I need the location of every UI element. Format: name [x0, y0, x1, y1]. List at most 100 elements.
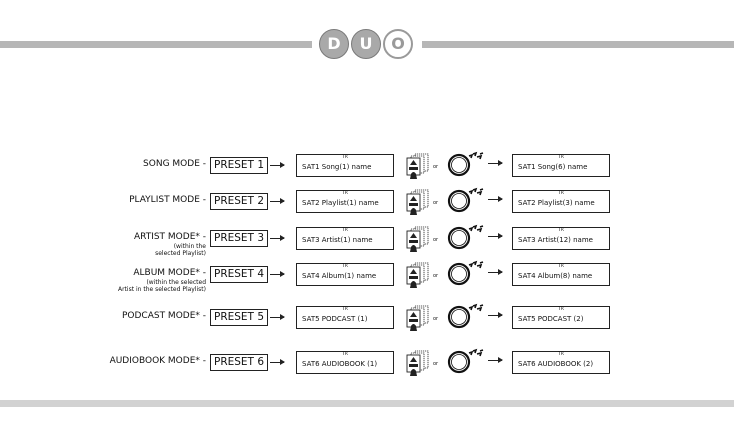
preset-button[interactable]: PRESET 5 — [210, 309, 268, 326]
arrow-icon — [270, 271, 285, 277]
header-rule-right — [422, 41, 734, 48]
mode-note: selected Playlist) — [155, 250, 206, 257]
display-before: TR SAT4 Album(1) name — [296, 263, 394, 286]
display-before: TR SAT5 PODCAST (1) — [296, 306, 394, 329]
preset-button[interactable]: PRESET 1 — [210, 157, 268, 174]
display-text: SAT2 Playlist(1) name — [302, 199, 379, 207]
mode-note: (within the selected — [146, 279, 206, 286]
rotary-knob-icon[interactable] — [447, 300, 485, 330]
arrow-icon — [270, 235, 285, 241]
seek-button-icon[interactable] — [406, 225, 430, 253]
or-label: or — [433, 200, 439, 206]
rotary-knob-icon[interactable] — [447, 345, 485, 375]
display-before: TR SAT6 AUDIOBOOK (1) — [296, 351, 394, 374]
track-indicator: TR — [558, 352, 564, 357]
track-indicator: TR — [342, 155, 348, 160]
mode-label: AUDIOBOOK MODE* - — [110, 355, 206, 367]
mode-name: PLAYLIST MODE - — [129, 195, 206, 205]
display-text: SAT1 Song(1) name — [302, 163, 372, 171]
display-text: SAT6 AUDIOBOOK (2) — [518, 360, 594, 368]
display-text: SAT3 Artist(12) name — [518, 236, 593, 244]
track-indicator: TR — [558, 191, 564, 196]
logo-letter-d: D — [319, 29, 349, 59]
display-before: TR SAT1 Song(1) name — [296, 154, 394, 177]
display-before: TR SAT3 Artist(1) name — [296, 227, 394, 250]
arrow-icon — [488, 160, 503, 166]
mode-row: PLAYLIST MODE - PRESET 2 TR SAT2 Playlist(1… — [0, 187, 734, 226]
track-indicator: TR — [558, 228, 564, 233]
mode-label: SONG MODE - — [143, 158, 206, 170]
or-label: or — [433, 361, 439, 367]
display-text: SAT1 Song(6) name — [518, 163, 588, 171]
rotary-knob-icon[interactable] — [447, 148, 485, 178]
display-text: SAT6 AUDIOBOOK (1) — [302, 360, 378, 368]
display-text: SAT5 PODCAST (1) — [302, 315, 368, 323]
seek-button-icon[interactable] — [406, 261, 430, 289]
or-label: or — [433, 164, 439, 170]
track-indicator: TR — [342, 264, 348, 269]
or-label: or — [433, 316, 439, 322]
mode-name: PODCAST MODE* - — [121, 311, 206, 321]
footer-rule — [0, 400, 734, 407]
track-indicator: TR — [558, 155, 564, 160]
arrow-icon — [270, 162, 285, 168]
preset-button[interactable]: PRESET 6 — [210, 354, 268, 371]
seek-button-icon[interactable] — [406, 188, 430, 216]
rotary-knob-icon[interactable] — [447, 184, 485, 214]
seek-button-icon[interactable] — [406, 304, 430, 332]
display-text: SAT4 Album(1) name — [302, 272, 377, 280]
mode-name: AUDIOBOOK MODE* - — [109, 356, 206, 366]
logo-letter-u: U — [351, 29, 381, 59]
mode-name: ARTIST MODE* - — [133, 232, 206, 242]
preset-button[interactable]: PRESET 3 — [210, 230, 268, 247]
arrow-icon — [270, 314, 285, 320]
mode-label: PODCAST MODE* - — [122, 310, 206, 322]
rotary-knob-icon[interactable] — [447, 257, 485, 287]
preset-button[interactable]: PRESET 4 — [210, 266, 268, 283]
mode-name: SONG MODE - — [143, 159, 206, 169]
track-indicator: TR — [558, 264, 564, 269]
duo-logo: D U O — [319, 29, 415, 59]
display-after: TR SAT5 PODCAST (2) — [512, 306, 610, 329]
seek-button-icon[interactable] — [406, 349, 430, 377]
display-after: TR SAT1 Song(6) name — [512, 154, 610, 177]
mode-note: Artist in the selected Playlist) — [117, 286, 206, 293]
seek-button-icon[interactable] — [406, 152, 430, 180]
display-text: SAT3 Artist(1) name — [302, 236, 373, 244]
display-text: SAT4 Album(8) name — [518, 272, 593, 280]
display-text: SAT2 Playlist(3) name — [518, 199, 595, 207]
arrow-icon — [488, 357, 503, 363]
display-after: TR SAT4 Album(8) name — [512, 263, 610, 286]
mode-label: PLAYLIST MODE - — [129, 194, 206, 206]
mode-note: (within the — [173, 243, 206, 250]
track-indicator: TR — [342, 228, 348, 233]
mode-row: AUDIOBOOK MODE* - PRESET 6 TR SAT6 AUDIOBOO… — [0, 348, 734, 387]
arrow-icon — [488, 196, 503, 202]
or-label: or — [433, 237, 439, 243]
track-indicator: TR — [342, 191, 348, 196]
header-rule-left — [0, 41, 312, 48]
display-text: SAT5 PODCAST (2) — [518, 315, 584, 323]
display-after: TR SAT2 Playlist(3) name — [512, 190, 610, 213]
mode-row: PODCAST MODE* - PRESET 5 TR SAT5 PODCAST (1… — [0, 303, 734, 342]
track-indicator: TR — [558, 307, 564, 312]
or-label: or — [433, 273, 439, 279]
mode-name: ALBUM MODE* - — [133, 268, 206, 278]
rotary-knob-icon[interactable] — [447, 221, 485, 251]
display-after: TR SAT3 Artist(12) name — [512, 227, 610, 250]
preset-button[interactable]: PRESET 2 — [210, 193, 268, 210]
arrow-icon — [270, 359, 285, 365]
track-indicator: TR — [342, 307, 348, 312]
arrow-icon — [488, 312, 503, 318]
display-before: TR SAT2 Playlist(1) name — [296, 190, 394, 213]
display-after: TR SAT6 AUDIOBOOK (2) — [512, 351, 610, 374]
mode-row: SONG MODE - PRESET 1 TR SAT1 Song(1) name or… — [0, 151, 734, 190]
arrow-icon — [488, 269, 503, 275]
arrow-icon — [488, 233, 503, 239]
track-indicator: TR — [342, 352, 348, 357]
logo-letter-o: O — [383, 29, 413, 59]
